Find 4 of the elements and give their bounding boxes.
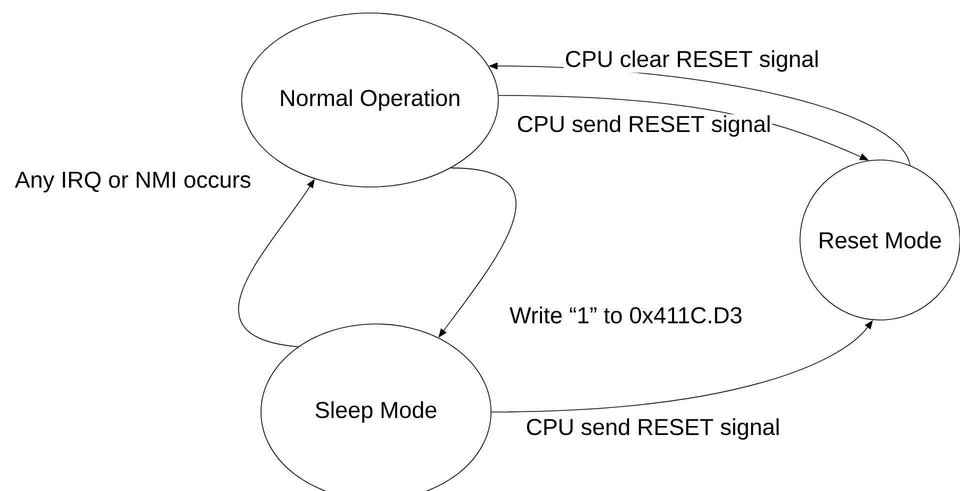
edge-label: CPU send RESET signal — [524, 417, 782, 441]
edge-label: Write “1” to 0x411C.D3 — [508, 306, 744, 324]
edge-label: CPU clear RESET signal — [564, 49, 820, 73]
edge-label: CPU send RESET signal — [516, 114, 772, 138]
